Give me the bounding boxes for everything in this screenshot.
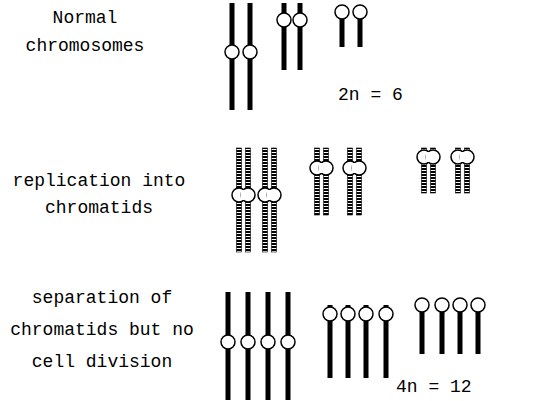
ploidy-label: 4n = 12 xyxy=(396,376,486,398)
centromere xyxy=(221,335,235,349)
joined-centromere xyxy=(310,161,333,175)
chromatid xyxy=(324,148,329,215)
centromere xyxy=(471,298,485,312)
centromere xyxy=(225,45,239,59)
centromere xyxy=(241,335,255,349)
joined-centromere xyxy=(451,150,474,164)
centromere xyxy=(341,307,355,321)
row-label: Normal chromosomes xyxy=(10,4,160,60)
centromere xyxy=(435,298,449,312)
centromere xyxy=(277,13,291,27)
joined-centromere xyxy=(232,188,255,202)
centromere xyxy=(293,13,307,27)
joined-centromere xyxy=(417,150,440,164)
chromosomes xyxy=(221,3,485,400)
centromere xyxy=(415,298,429,312)
joined-centromere xyxy=(258,188,281,202)
chromatid xyxy=(357,148,362,215)
ploidy-label: 2n = 6 xyxy=(338,84,418,106)
centromere xyxy=(359,307,373,321)
centromere xyxy=(335,5,349,19)
centromere xyxy=(353,5,367,19)
centromere xyxy=(281,335,295,349)
joined-centromere xyxy=(343,161,366,175)
chromatid xyxy=(315,148,320,215)
centromere xyxy=(453,298,467,312)
centromere xyxy=(379,307,393,321)
centromere xyxy=(261,335,275,349)
centromere xyxy=(243,45,257,59)
chromatid xyxy=(348,148,353,215)
row-label: replication into chromatids xyxy=(4,168,194,222)
centromere xyxy=(323,307,337,321)
row-label: separation of chromatids but no cell div… xyxy=(2,282,202,378)
